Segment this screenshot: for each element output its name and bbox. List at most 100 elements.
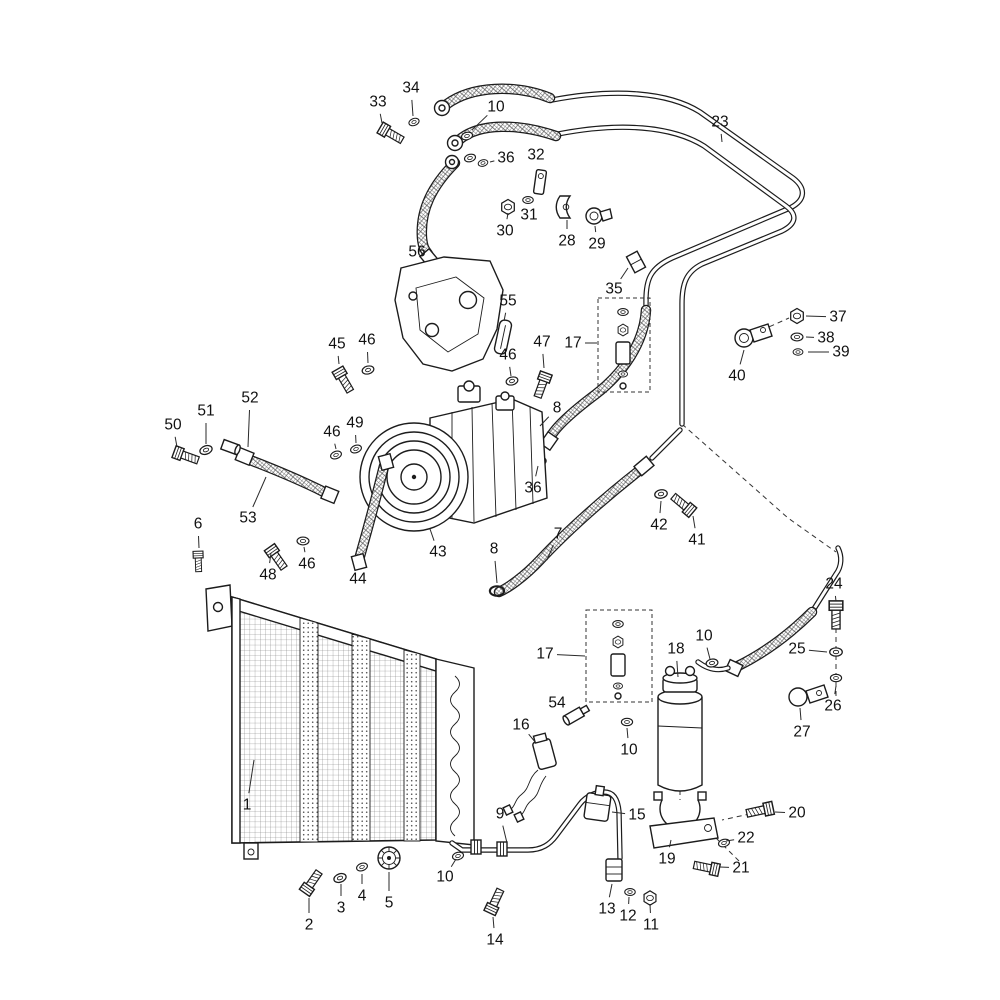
callout-leader-10	[471, 114, 488, 131]
callout-label-47: 47	[533, 334, 550, 351]
callout-leader-43	[429, 528, 435, 541]
fitting-13	[605, 858, 623, 882]
nut-30	[501, 198, 515, 216]
callout-label-41: 41	[688, 532, 705, 549]
callout-label-27: 27	[793, 724, 810, 741]
pressure-sensor-15	[583, 784, 612, 822]
valve-kit-17-upper	[597, 297, 651, 393]
bolt-6	[192, 550, 205, 573]
washer-42	[653, 488, 669, 500]
callout-leader-8	[539, 416, 550, 427]
callout-leader-45	[337, 355, 340, 365]
callout-label-10: 10	[487, 99, 505, 116]
callout-label-24: 24	[825, 576, 843, 593]
callout-leader-17	[556, 654, 586, 657]
callout-label-36: 36	[524, 480, 541, 497]
callout-label-1: 1	[243, 797, 252, 814]
condenser-bracket	[205, 584, 233, 632]
callout-leader-36	[489, 160, 495, 163]
hose-to-drier	[695, 545, 844, 678]
callout-label-14: 14	[486, 932, 504, 949]
washer-39	[792, 348, 804, 356]
bolt-33	[376, 121, 407, 147]
callout-label-32: 32	[527, 147, 544, 164]
callout-leader-46	[303, 546, 306, 553]
fitting-54	[562, 704, 591, 726]
washer-26	[829, 673, 843, 683]
callout-leader-40	[739, 349, 745, 365]
washer-4	[354, 861, 370, 873]
callout-label-11: 11	[643, 917, 659, 934]
callout-label-7: 7	[554, 526, 563, 543]
callout-label-46: 46	[323, 424, 340, 441]
pipe-union-35	[625, 250, 647, 274]
hose-end-fitting	[377, 452, 395, 472]
callout-label-22: 22	[737, 830, 754, 847]
washer-12	[624, 888, 636, 896]
callout-label-54: 54	[548, 695, 566, 712]
callout-label-53: 53	[239, 510, 256, 527]
callout-label-46: 46	[499, 347, 516, 364]
callout-label-33: 33	[369, 94, 386, 111]
banjo-eye-a	[433, 99, 451, 117]
callout-label-55: 55	[499, 293, 516, 310]
nut-11	[643, 890, 657, 906]
callout-label-50: 50	[164, 417, 182, 434]
compressor-43	[359, 380, 548, 532]
clamp-40	[734, 323, 773, 348]
callout-leader-7	[546, 544, 554, 561]
banjo-eye-b	[446, 134, 464, 152]
callout-label-35: 35	[605, 281, 622, 298]
callout-leader-36	[535, 465, 539, 477]
hose-top-c	[416, 154, 461, 269]
bolt-24	[828, 600, 844, 630]
callout-leader-48	[269, 552, 272, 564]
callout-label-10: 10	[436, 869, 454, 886]
callout-label-4: 4	[358, 888, 367, 905]
compressor-bracket-56	[394, 256, 504, 372]
valve-kit-17-lower	[585, 609, 653, 703]
hose-23-to-compressor	[539, 304, 652, 452]
callout-leader-47	[542, 353, 545, 369]
callout-leader-41	[692, 515, 696, 529]
callout-label-20: 20	[788, 805, 806, 822]
callout-leader-35	[620, 267, 629, 280]
washer-10-mid	[620, 717, 634, 727]
bolt-21	[692, 858, 721, 877]
hose-44	[350, 452, 395, 572]
callout-label-36: 36	[497, 150, 514, 167]
callout-leader-10	[626, 727, 629, 739]
callout-label-56: 56	[408, 244, 425, 261]
callout-label-13: 13	[598, 901, 615, 918]
callout-label-16: 16	[512, 717, 529, 734]
callout-leader-27	[799, 707, 802, 721]
callout-label-18: 18	[667, 641, 684, 658]
washer-46-b	[504, 375, 520, 387]
callout-label-12: 12	[619, 908, 636, 925]
callout-label-29: 29	[588, 236, 605, 253]
callout-label-40: 40	[728, 368, 746, 385]
hose-end-fitting	[350, 552, 368, 572]
callout-label-30: 30	[496, 223, 514, 240]
bolt-45	[331, 365, 357, 396]
clamp-27	[788, 684, 829, 707]
callout-label-34: 34	[402, 80, 420, 97]
callout-label-17: 17	[536, 646, 553, 663]
callout-leader-37	[805, 315, 827, 318]
switch-16	[502, 732, 557, 824]
receiver-drier-18	[657, 665, 703, 792]
callout-label-3: 3	[337, 900, 346, 917]
callout-leader-52	[247, 409, 251, 448]
callout-label-42: 42	[650, 517, 667, 534]
callout-label-45: 45	[328, 336, 345, 353]
callout-leader-6	[198, 535, 200, 549]
callout-label-5: 5	[385, 895, 394, 912]
washer-38	[790, 332, 804, 342]
callout-leader-23	[720, 133, 723, 143]
callout-label-15: 15	[628, 807, 645, 824]
callout-label-49: 49	[346, 415, 363, 432]
callout-leader-10	[450, 858, 457, 868]
callout-leader-1	[248, 759, 255, 794]
washer-36-top	[476, 158, 490, 168]
